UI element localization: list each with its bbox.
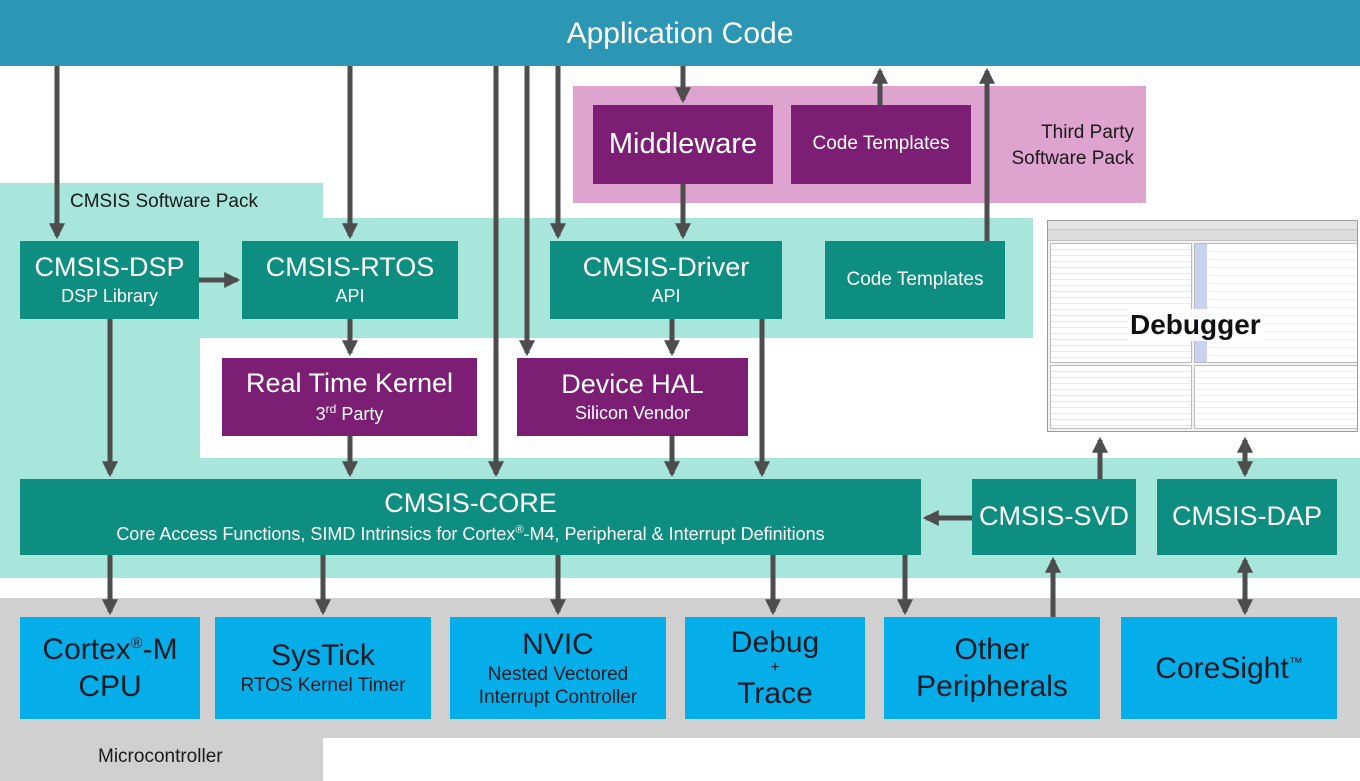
cpu-line1-pre: Cortex: [42, 633, 131, 666]
cmsis-core-title: CMSIS-CORE: [384, 487, 557, 518]
systick-box: SysTick RTOS Kernel Timer: [215, 617, 431, 719]
device-hal-sub: Silicon Vendor: [574, 402, 691, 423]
debugger-stack-pane: [1050, 365, 1192, 429]
microcontroller-label: Microcontroller: [98, 746, 223, 767]
core-sub-pre: Core Access Functions, SIMD Intrinsics f…: [116, 524, 516, 545]
cmsis-dsp-box: CMSIS-DSP DSP Library: [20, 241, 199, 319]
debugger-source-pane: [1194, 243, 1357, 363]
cmsis-pack-label: CMSIS Software Pack: [70, 191, 258, 212]
rtk-sub-sup: rd: [325, 401, 337, 416]
rtk-sub-pre: 3: [315, 403, 326, 424]
middleware-box: Middleware: [593, 105, 773, 184]
systick-sub: RTOS Kernel Timer: [240, 675, 406, 697]
cpu-line2: CPU: [78, 670, 142, 703]
real-time-kernel-sub: 3rd Party: [315, 401, 384, 425]
third-party-label-line2: Software Pack: [1011, 147, 1135, 169]
rtk-sub-post: Party: [336, 403, 384, 424]
debugger-menubar: [1048, 221, 1357, 230]
cmsis-driver-sub: API: [651, 285, 681, 306]
cmsis-rtos-title: CMSIS-RTOS: [265, 252, 435, 283]
cpu-line1-post: -M: [142, 633, 178, 666]
header-title: Application Code: [566, 16, 794, 50]
device-hal-box: Device HAL Silicon Vendor: [517, 358, 748, 436]
cmsis-dap-box: CMSIS-DAP: [1157, 479, 1337, 555]
coresight-box: CoreSight™: [1121, 617, 1337, 719]
debugger-toolbar: [1048, 230, 1357, 241]
device-hal-title: Device HAL: [561, 369, 704, 400]
nvic-title: NVIC: [522, 627, 594, 661]
debug-line1: Debug: [730, 626, 820, 660]
cmsis-driver-box: CMSIS-Driver API: [550, 241, 782, 319]
third-party-label: Third Party Software Pack: [1000, 120, 1135, 171]
core-sub-sup: ®: [515, 524, 524, 537]
debug-line2: Trace: [737, 676, 813, 710]
cmsis-svd-box: CMSIS-SVD: [972, 479, 1136, 555]
middleware-title: Middleware: [608, 127, 758, 160]
third-party-code-templates-title: Code Templates: [812, 133, 950, 155]
nvic-box: NVIC Nested Vectored Interrupt Controlle…: [450, 617, 666, 719]
third-party-label-line1: Third Party: [1041, 122, 1134, 143]
cmsis-core-box: CMSIS-CORE Core Access Functions, SIMD I…: [20, 479, 921, 555]
debugger-console-pane: [1194, 365, 1357, 429]
other-line1: Other: [954, 633, 1030, 666]
coresight-title: CoreSight: [1155, 651, 1289, 685]
real-time-kernel-box: Real Time Kernel 3rd Party: [222, 358, 477, 436]
coresight-title-wrap: CoreSight™: [1155, 652, 1302, 685]
cmsis-dsp-title: CMSIS-DSP: [34, 252, 185, 283]
cpu-line1: Cortex®-M: [42, 633, 177, 666]
cmsis-driver-title: CMSIS-Driver: [582, 252, 750, 283]
core-sub-post: -M4, Peripheral & Interrupt Definitions: [523, 524, 825, 545]
cmsis-dap-title: CMSIS-DAP: [1171, 501, 1323, 532]
cmsis-code-templates-title: Code Templates: [846, 268, 984, 290]
cmsis-code-templates-box: Code Templates: [825, 241, 1005, 319]
systick-title: SysTick: [271, 639, 375, 673]
other-peripherals-box: Other Peripherals: [884, 617, 1100, 719]
nvic-sub1: Nested Vectored: [487, 663, 629, 685]
cmsis-pack-tab: [0, 183, 323, 219]
third-party-code-templates-box: Code Templates: [791, 105, 971, 184]
nvic-sub2: Interrupt Controller: [478, 686, 638, 708]
other-line2: Peripherals: [916, 670, 1068, 703]
cortex-m-cpu-box: Cortex®-M CPU: [20, 617, 200, 719]
debug-trace-box: Debug + Trace: [685, 617, 865, 719]
microcontroller-tab: [0, 738, 323, 781]
debugger-variables-pane: [1050, 243, 1192, 363]
cmsis-rtos-box: CMSIS-RTOS API: [242, 241, 458, 319]
application-code-header: Application Code: [0, 0, 1360, 66]
debugger-screenshot: Debugger: [1047, 220, 1358, 432]
coresight-sup: ™: [1288, 653, 1303, 670]
cpu-line1-sup: ®: [130, 635, 143, 652]
debug-plus: +: [770, 659, 780, 677]
cmsis-svd-title: CMSIS-SVD: [978, 501, 1130, 532]
cmsis-core-sub: Core Access Functions, SIMD Intrinsics f…: [116, 524, 824, 545]
real-time-kernel-title: Real Time Kernel: [245, 368, 454, 399]
cmsis-dsp-sub: DSP Library: [61, 285, 158, 306]
debugger-label: Debugger: [1128, 309, 1263, 341]
cmsis-rtos-sub: API: [335, 285, 365, 306]
